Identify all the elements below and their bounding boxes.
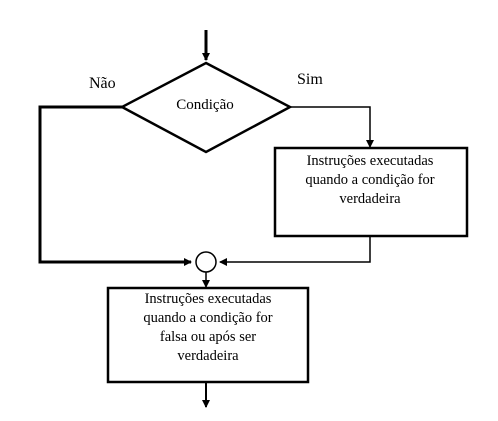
box-after-text: Instruções executadas quando a condição … [110,290,306,366]
box-true-line: quando a condição for [305,172,435,188]
box-true-text: Instruções executadas quando a condição … [277,152,463,209]
true-return-line [219,236,371,266]
yes-branch-line [290,106,374,148]
junction-circle [195,251,217,273]
box-true-line: Instruções executadas [306,153,434,169]
box-true-line: verdadeira [339,191,401,207]
box-after-line: quando a condição for [143,310,273,326]
decision-label: Condição [176,97,234,113]
box-after-line: falsa ou após ser [159,329,257,345]
yes-branch-label: Sim [297,71,323,88]
no-branch-line [38,105,192,266]
decision-diamond [119,61,293,154]
no-branch-label: Não [89,75,116,92]
box-after-line: verdadeira [177,348,239,364]
box-after-line: Instruções executadas [144,291,272,307]
box-after [106,286,310,384]
box-true [273,146,469,238]
